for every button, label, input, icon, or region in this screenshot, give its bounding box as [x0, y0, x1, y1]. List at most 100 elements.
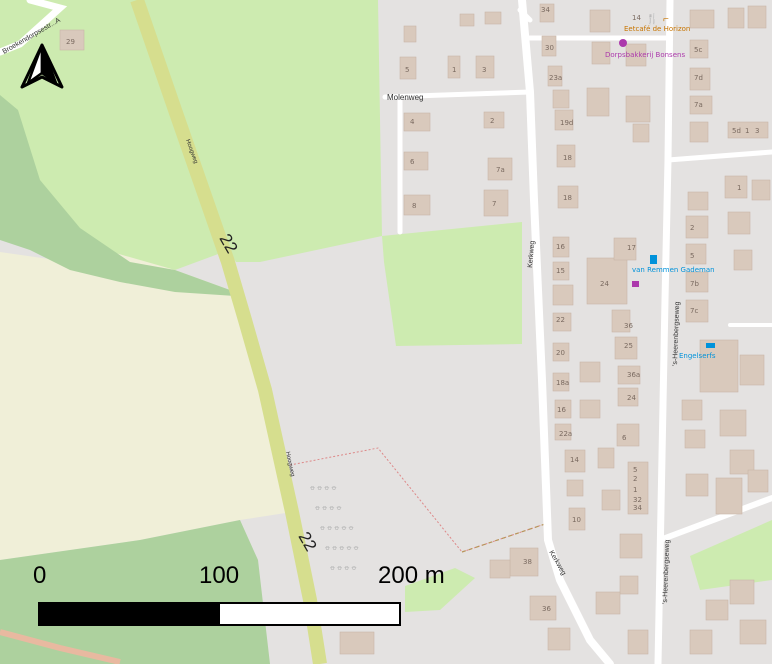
building — [552, 284, 574, 306]
house-number: 14 — [632, 14, 641, 22]
building — [552, 342, 570, 362]
building — [739, 619, 767, 645]
building — [625, 43, 647, 67]
house-number: 17 — [627, 244, 636, 252]
poi-pharmacy[interactable]: Engelserfs — [679, 343, 716, 360]
building — [595, 591, 621, 615]
building — [556, 144, 576, 168]
street-label-molenweg: Molenweg — [387, 93, 423, 102]
building — [611, 309, 631, 333]
building — [554, 109, 574, 131]
house-number: 3 — [755, 127, 759, 135]
building — [403, 25, 417, 43]
building — [616, 423, 640, 447]
scale-bar: 0 100 200 m — [33, 562, 445, 626]
svg-text:ꝋ ꝋ ꝋ ꝋ: ꝋ ꝋ ꝋ ꝋ — [315, 504, 341, 512]
building — [733, 249, 753, 271]
street-label-hoogweg-south: Hoogweg — [284, 451, 295, 477]
building — [619, 575, 639, 595]
building — [747, 469, 769, 493]
house-number: 4 — [410, 118, 415, 126]
building — [529, 595, 557, 621]
poi-fuel[interactable]: van Remmen Gademan — [632, 255, 715, 287]
house-number: 5 — [690, 252, 694, 260]
building — [632, 123, 650, 143]
track-line — [461, 523, 546, 553]
building — [685, 271, 709, 293]
fuel-icon — [650, 255, 657, 264]
house-number: 14 — [570, 456, 579, 464]
building — [727, 211, 751, 235]
building — [689, 39, 709, 59]
house-number: 8 — [412, 202, 416, 210]
building — [547, 627, 571, 651]
house-number: 36a — [627, 371, 640, 379]
house-number: 24 — [600, 280, 609, 288]
building — [597, 447, 615, 469]
meadow-patch-east — [690, 520, 772, 590]
building — [564, 449, 586, 473]
house-number: 5 — [633, 466, 637, 474]
building — [627, 629, 649, 655]
house-number: 23a — [549, 74, 562, 82]
building — [554, 423, 572, 441]
building — [552, 372, 570, 392]
building — [687, 191, 709, 211]
north-arrow — [20, 43, 64, 89]
building — [685, 299, 709, 323]
house-number: 30 — [545, 44, 554, 52]
building — [509, 547, 539, 577]
shop-icon — [632, 281, 639, 287]
building — [447, 55, 461, 79]
house-number: 22 — [556, 316, 565, 324]
building — [619, 533, 643, 559]
building — [689, 67, 711, 91]
scale-label-0: 0 — [33, 562, 46, 589]
building — [625, 95, 651, 123]
house-number: 7 — [492, 200, 496, 208]
meadow-patch-south — [405, 568, 475, 612]
house-number: 20 — [556, 349, 565, 357]
house-number: 34 — [541, 6, 550, 14]
building — [489, 559, 511, 579]
house-number: 5c — [694, 46, 702, 54]
boundary-line — [289, 447, 546, 553]
house-number: 36 — [624, 322, 633, 330]
house-number: 2 — [490, 117, 494, 125]
svg-text:ꝋ ꝋ ꝋ ꝋ: ꝋ ꝋ ꝋ ꝋ — [330, 564, 356, 572]
building — [403, 151, 429, 171]
house-number: 6 — [622, 434, 627, 442]
poi-cafe[interactable]: 🍴 ⌐ Eetcafé de Horizon — [624, 12, 690, 33]
building — [591, 41, 611, 65]
meadow-area-east — [382, 222, 522, 346]
building — [566, 479, 584, 497]
building — [484, 11, 502, 25]
building — [739, 354, 765, 386]
poi-label: van Remmen Gademan — [632, 266, 715, 274]
building — [719, 409, 747, 437]
car-icon — [706, 343, 715, 348]
scale-label-200m: 200 m — [378, 562, 445, 589]
building — [579, 361, 601, 383]
house-number: 1 — [745, 127, 749, 135]
street-label-heerenbergseweg: 's-Heerenbergseweg — [672, 301, 681, 366]
orchard-pattern: ꝋ ꝋ ꝋ ꝋ ꝋ ꝋ ꝋ ꝋ ꝋ ꝋ ꝋ ꝋ ꝋ ꝋ ꝋ ꝋ ꝋ ꝋ ꝋ ꝋ … — [310, 484, 359, 572]
forest-area-south — [0, 520, 270, 664]
building — [59, 29, 85, 51]
house-number: 1 — [452, 66, 456, 74]
house-number: 7b — [690, 280, 699, 288]
house-number: 18 — [563, 194, 572, 202]
house-number: 7a — [694, 101, 703, 109]
building — [539, 3, 555, 23]
svg-text:ꝋ ꝋ ꝋ ꝋ ꝋ: ꝋ ꝋ ꝋ ꝋ ꝋ — [320, 524, 354, 532]
building — [487, 157, 513, 181]
building — [724, 175, 748, 199]
street-label-heerenbergseweg-south: 's-Heerenbergseweg — [662, 539, 671, 604]
house-number: 5d — [732, 127, 741, 135]
poi-bakery[interactable]: Dorpsbakkerij Bonsens — [605, 39, 685, 59]
house-number: 10 — [572, 516, 581, 524]
building — [552, 89, 570, 109]
house-number: 38 — [523, 558, 532, 566]
building — [685, 215, 709, 239]
